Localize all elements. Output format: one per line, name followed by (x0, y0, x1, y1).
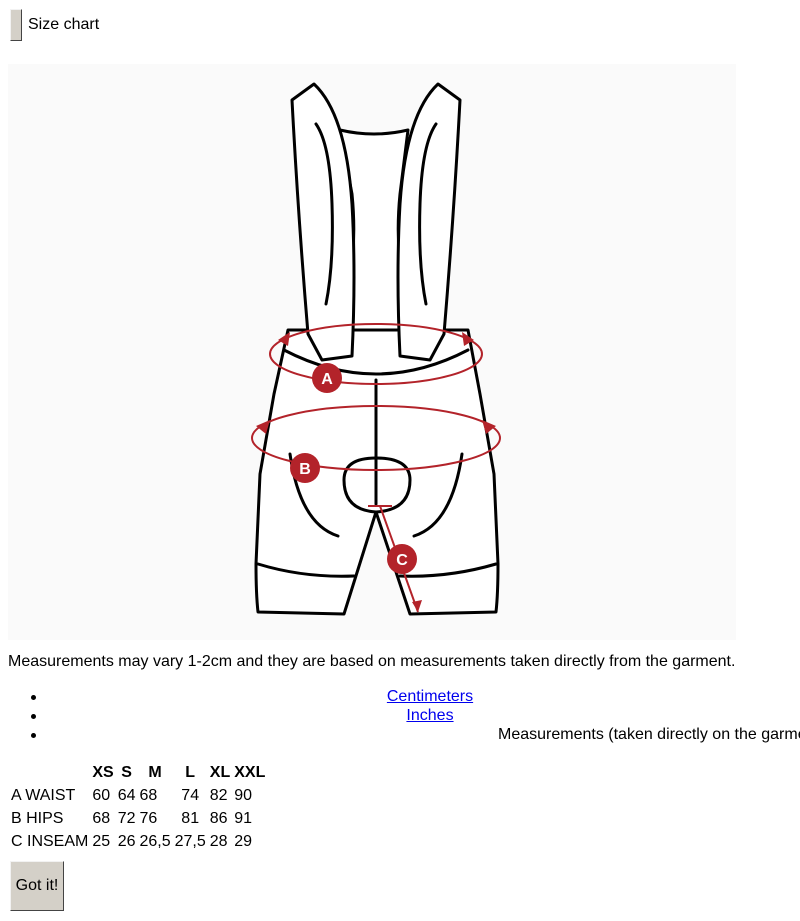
table-row: C INSEAM 25 26 26,5 27,5 28 29 (9, 830, 267, 853)
marker-a-label: A (321, 371, 333, 388)
table-cell: 72 (117, 809, 136, 827)
list-item: Inches (0, 706, 800, 725)
bib-shorts-diagram: A B C (8, 64, 736, 640)
size-table: XS S M L XL XXL A WAIST 60 64 68 74 82 9… (9, 761, 267, 853)
table-cell: 90 (234, 786, 253, 804)
bullet-icon (31, 733, 36, 738)
row-label: A WAIST (11, 786, 76, 804)
table-cell: 26 (117, 832, 136, 850)
centimeters-link[interactable]: Centimeters (386, 688, 474, 705)
marker-a: A (312, 363, 342, 393)
header-cell: M (148, 763, 162, 781)
table-cell: 26,5 (139, 832, 171, 850)
measurement-note: Measurements may vary 1-2cm and they are… (8, 653, 736, 670)
bib-shorts-illustration: A B C (251, 82, 501, 616)
table-cell: 60 (92, 786, 111, 804)
inches-link[interactable]: Inches (406, 707, 454, 724)
header-cell: L (185, 763, 196, 781)
table-cell: 74 (181, 786, 200, 804)
table-cell: 25 (92, 832, 111, 850)
marker-c-label: C (396, 552, 408, 569)
table-cell: 64 (117, 786, 136, 804)
marker-b: B (290, 453, 320, 483)
bullet-icon (31, 695, 36, 700)
table-cell: 86 (209, 809, 228, 827)
header-cell: XXL (234, 763, 266, 781)
marker-b-label: B (299, 461, 311, 478)
modal-header: Size chart (10, 9, 99, 41)
table-cell: 28 (209, 832, 228, 850)
table-row: B HIPS 68 72 76 81 86 91 (9, 807, 267, 830)
row-label: C INSEAM (11, 832, 89, 850)
modal-title: Size chart (28, 16, 100, 33)
table-header-row: XS S M L XL XXL (9, 761, 267, 784)
bullet-icon (31, 714, 36, 719)
table-cell: 81 (181, 809, 200, 827)
table-cell: 76 (139, 809, 158, 827)
table-cell: 29 (234, 832, 253, 850)
table-cell: 82 (209, 786, 228, 804)
table-cell: 68 (92, 809, 111, 827)
list-item: Centimeters (0, 687, 800, 706)
table-cell: 68 (139, 786, 158, 804)
header-cell: XL (209, 763, 231, 781)
units-list: Centimeters Inches Measurements (taken d… (0, 687, 800, 744)
marker-c: C (387, 544, 417, 574)
table-cell: 27,5 (174, 832, 206, 850)
got-it-button[interactable]: Got it! (10, 861, 64, 911)
close-button[interactable] (10, 9, 22, 41)
row-label: B HIPS (11, 809, 64, 827)
header-cell: S (121, 763, 132, 781)
header-cell (9, 761, 90, 784)
header-cell: XS (92, 763, 114, 781)
table-row: A WAIST 60 64 68 74 82 90 (9, 784, 267, 807)
table-cell: 91 (234, 809, 253, 827)
list-item: Measurements (taken directly on the garm… (0, 725, 800, 744)
measurements-heading: Measurements (taken directly on the garm… (498, 726, 800, 743)
